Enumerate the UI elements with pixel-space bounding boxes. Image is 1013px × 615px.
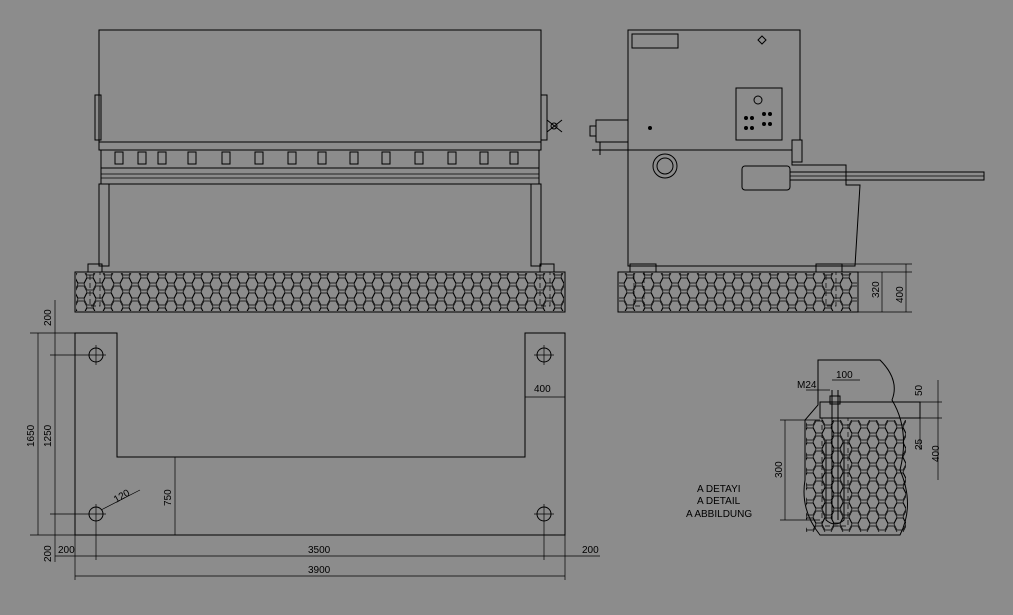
front-left-leg [98, 183, 110, 267]
dim-plan-3500: 3500 [308, 545, 331, 556]
side-hopper [741, 165, 791, 191]
nameplate [631, 33, 679, 49]
dim-detail-300: 300 [774, 461, 785, 478]
dim-plan-750: 750 [163, 489, 174, 506]
front-concrete-base [74, 271, 566, 313]
dim-plan-left-200: 200 [58, 545, 75, 556]
diamond-icon [757, 35, 767, 45]
hold-down-cylinders [114, 151, 519, 165]
motor-icon [589, 119, 629, 155]
dim-plan-1250: 1250 [43, 424, 54, 447]
side-concrete-base [617, 271, 859, 313]
plan-view: 200 1650 1250 200 750 400 120 200 3500 2… [26, 300, 600, 580]
caption-line-3: A ABBILDUNG [686, 509, 752, 520]
caption-line-2: A DETAIL [697, 496, 741, 507]
dim-base-320: 320 [871, 281, 882, 298]
front-right-leg [530, 183, 542, 267]
front-upper-beam [98, 29, 542, 143]
front-left-end-plate [94, 94, 102, 141]
dim-detail-25: 25 [914, 438, 925, 450]
handwheel-icon [546, 119, 563, 133]
dim-plan-top-200: 200 [43, 309, 54, 326]
caption-line-1: A DETAYI [697, 484, 741, 495]
detail-plate [819, 401, 921, 419]
dim-detail-50: 50 [914, 384, 925, 396]
detail-caption: A DETAYI A DETAIL A ABBILDUNG [686, 484, 752, 520]
dim-detail-m24: M24 [797, 380, 817, 391]
front-right-end-plate [540, 94, 548, 141]
side-view: 320 400 [589, 29, 985, 313]
front-blade-holder [98, 141, 542, 151]
dim-plan-400: 400 [534, 384, 551, 395]
dim-detail-400: 400 [931, 445, 942, 462]
dim-plan-hole-120: 120 [112, 488, 132, 506]
dim-base-400: 400 [895, 286, 906, 303]
anchor-holes [86, 345, 554, 524]
gear-icon [652, 153, 678, 179]
front-view [74, 29, 566, 313]
detail-a: M24 100 50 25 400 300 [774, 359, 942, 536]
detail-nut [829, 395, 841, 405]
base-height-dimensions: 320 400 [842, 263, 912, 313]
side-frame-lower [627, 150, 861, 267]
front-table [100, 149, 540, 185]
dim-detail-100: 100 [836, 370, 853, 381]
detail-anchor-bolt [825, 440, 845, 525]
dim-plan-1650: 1650 [26, 424, 37, 447]
control-panel [735, 87, 783, 141]
foundation-outline [74, 332, 566, 536]
dim-plan-bottom-200: 200 [43, 545, 54, 562]
dim-plan-3900: 3900 [308, 565, 331, 576]
dim-plan-right-200: 200 [582, 545, 599, 556]
